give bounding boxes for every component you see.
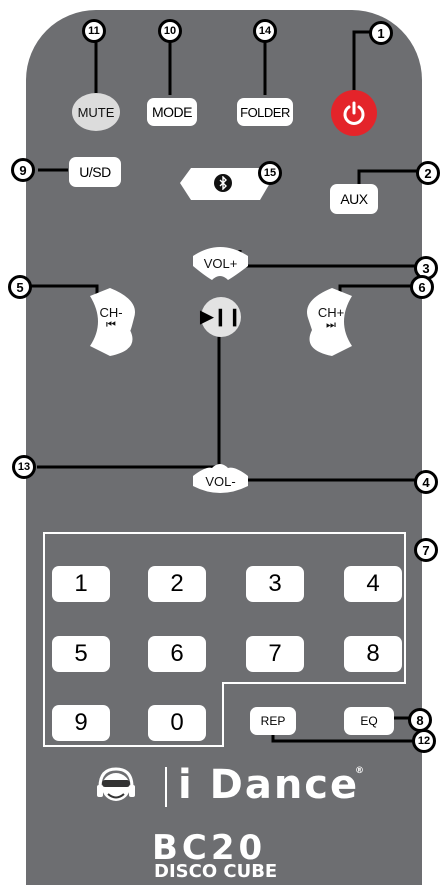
callout-15: 15 <box>258 161 282 185</box>
folder-button[interactable]: FOLDER <box>237 98 293 126</box>
bluetooth-icon <box>219 176 227 190</box>
mode-button[interactable]: MODE <box>147 98 197 126</box>
rep-label: REP <box>260 714 286 728</box>
play-pause-button[interactable]: ▶❙❙ <box>200 297 242 337</box>
leader-2 <box>357 169 423 185</box>
rep-button[interactable]: REP <box>250 707 296 735</box>
callout-6: 6 <box>410 275 434 299</box>
vol-plus-label: VOL+ <box>203 256 238 271</box>
ch-minus-label: CH- <box>99 305 123 320</box>
leader-5 <box>30 284 99 296</box>
power-icon <box>343 101 365 125</box>
callout-9: 9 <box>11 158 35 182</box>
vol-minus-button-shape <box>193 464 248 493</box>
mute-button[interactable]: MUTE <box>72 93 120 131</box>
callout-4: 4 <box>414 470 438 494</box>
mode-label: MODE <box>152 104 193 120</box>
callout-14: 14 <box>253 19 277 43</box>
number-pad-outline <box>43 532 406 747</box>
number-button-2[interactable]: 2 <box>148 566 206 602</box>
number-label: 5 <box>74 640 88 667</box>
callout-5: 5 <box>8 275 32 299</box>
next-track-icon: ⏭ <box>326 319 336 331</box>
number-button-1[interactable]: 1 <box>52 566 110 602</box>
vol-minus-label: VOL- <box>205 474 236 489</box>
vol-minus-button[interactable]: VOL- <box>193 475 248 488</box>
number-label: 2 <box>170 570 184 597</box>
number-button-8[interactable]: 8 <box>344 636 402 672</box>
number-label: 0 <box>170 709 184 736</box>
number-label: 6 <box>170 640 184 667</box>
brand-divider <box>165 767 167 807</box>
number-label: 8 <box>366 640 380 667</box>
leader-4 <box>238 475 416 482</box>
leader-1 <box>352 30 371 92</box>
eq-label: EQ <box>360 714 378 728</box>
mute-label: MUTE <box>77 104 115 120</box>
ch-minus-button[interactable]: CH- ⏮ <box>93 306 129 332</box>
prev-track-icon: ⏮ <box>106 319 116 331</box>
power-button[interactable] <box>331 90 377 136</box>
callout-12: 12 <box>412 729 436 753</box>
folder-label: FOLDER <box>240 104 290 120</box>
number-label: 7 <box>268 640 282 667</box>
leader-12 <box>271 733 415 743</box>
number-button-3[interactable]: 3 <box>246 566 304 602</box>
callout-7: 7 <box>414 538 438 562</box>
callout-2: 2 <box>416 161 440 185</box>
number-button-0[interactable]: 0 <box>148 705 206 741</box>
number-button-7[interactable]: 7 <box>246 636 304 672</box>
vol-plus-button[interactable]: VOL+ <box>193 257 248 270</box>
number-label: 1 <box>74 570 88 597</box>
number-label: 9 <box>74 709 88 736</box>
number-label: 3 <box>268 570 282 597</box>
ch-plus-button[interactable]: CH+ ⏭ <box>313 306 349 332</box>
aux-label: AUX <box>340 191 368 207</box>
callout-1: 1 <box>369 21 393 45</box>
number-button-6[interactable]: 6 <box>148 636 206 672</box>
usd-button[interactable]: U/SD <box>69 157 121 187</box>
product-name: DISCO CUBE <box>154 861 278 882</box>
leader-6 <box>338 284 412 296</box>
ch-minus-button-shape <box>90 288 135 356</box>
model-name: BC20 <box>152 828 267 868</box>
play-pause-icon: ▶❙❙ <box>200 307 242 326</box>
eq-button[interactable]: EQ <box>344 707 394 735</box>
aux-button[interactable]: AUX <box>330 184 378 214</box>
number-button-4[interactable]: 4 <box>344 566 402 602</box>
vol-plus-button-shape <box>193 247 248 280</box>
number-label: 4 <box>366 570 380 597</box>
bluetooth-button[interactable] <box>214 174 232 192</box>
registered-mark: ® <box>355 766 364 776</box>
leader-3 <box>238 250 415 268</box>
callout-13: 13 <box>12 455 36 479</box>
leader-13 <box>37 337 221 469</box>
number-button-5[interactable]: 5 <box>52 636 110 672</box>
usd-label: U/SD <box>79 164 111 180</box>
idance-logo-icon <box>97 767 135 801</box>
ch-plus-label: CH+ <box>317 305 345 320</box>
number-button-9[interactable]: 9 <box>52 705 110 741</box>
callout-11: 11 <box>82 19 106 43</box>
ch-plus-button-shape <box>307 288 352 356</box>
brand-name: i Dance <box>178 762 360 808</box>
callout-10: 10 <box>158 19 182 43</box>
